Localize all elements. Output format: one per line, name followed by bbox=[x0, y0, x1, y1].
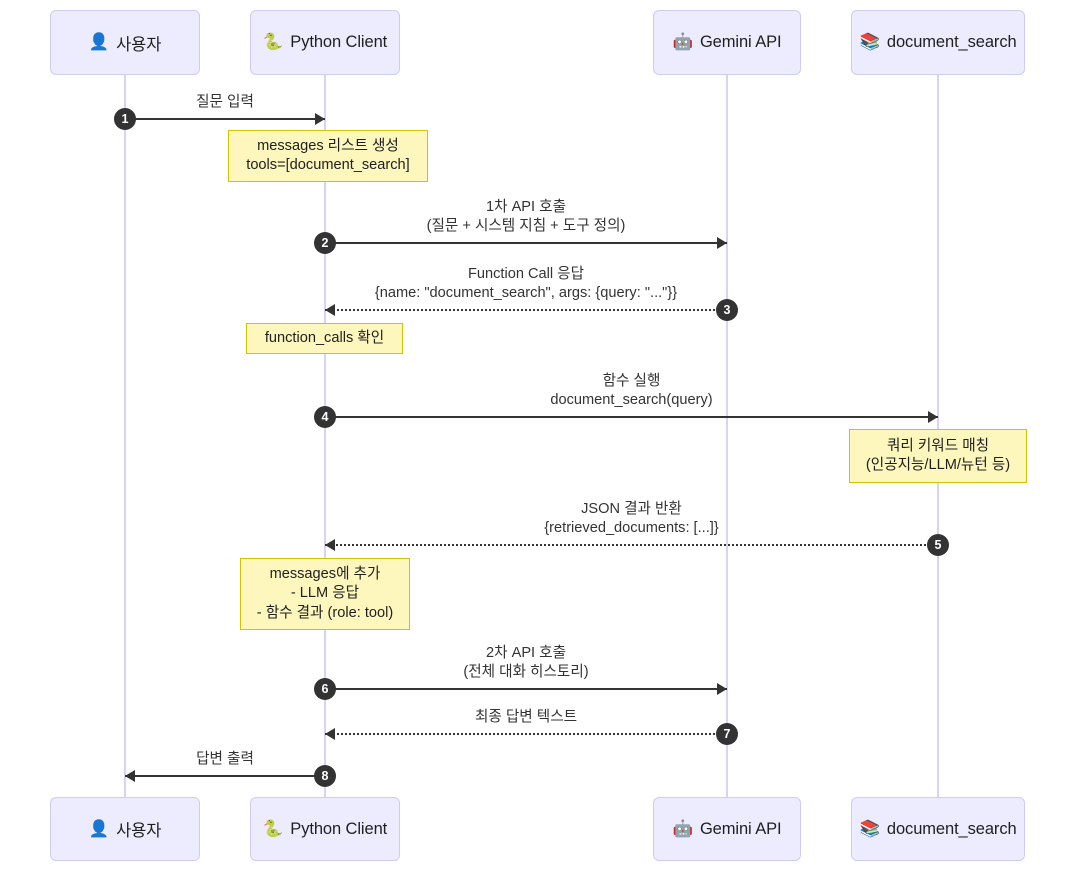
books-icon: 📚 bbox=[859, 33, 880, 52]
arrowhead-left-icon-5 bbox=[325, 539, 335, 551]
participant-label-client: Python Client bbox=[290, 819, 388, 838]
message-label-7: 최종 답변 텍스트 bbox=[475, 708, 577, 727]
user-icon: 👤 bbox=[88, 33, 110, 52]
message-line-2 bbox=[325, 242, 727, 244]
sequence-number-badge-2: 2 bbox=[314, 232, 336, 254]
sequence-number-badge-6: 6 bbox=[314, 678, 336, 700]
message-label-line: {retrieved_documents: [...]} bbox=[544, 520, 719, 537]
python-snake-icon: 🐍 bbox=[262, 33, 284, 52]
participant-label-user: 사용자 bbox=[116, 35, 162, 54]
arrowhead-left-icon-8 bbox=[125, 770, 135, 782]
arrowhead-right-icon-2 bbox=[717, 237, 727, 249]
note-text-line: messages에 추가 bbox=[269, 566, 381, 583]
message-line-8 bbox=[125, 775, 325, 777]
note-text-line: tools=[document_search] bbox=[246, 157, 410, 173]
sequence-number-badge-7: 7 bbox=[716, 723, 738, 745]
participant-gemini[interactable]: 🤖 Gemini API bbox=[653, 797, 801, 861]
participant-label-gemini: Gemini API bbox=[699, 819, 782, 838]
participant-search[interactable]: 📚 document_search bbox=[851, 10, 1025, 75]
sequence-number-badge-8: 8 bbox=[314, 765, 336, 787]
message-label-6: 2차 API 호출 (전체 대화 히스토리) bbox=[463, 644, 588, 683]
note-text-line: 쿼리 키워드 매칭 bbox=[886, 437, 990, 454]
participant-gemini[interactable]: 🤖 Gemini API bbox=[653, 10, 801, 75]
message-label-line: 2차 API 호출 bbox=[485, 645, 567, 661]
arrowhead-right-icon-6 bbox=[717, 683, 727, 695]
arrowhead-left-icon-7 bbox=[325, 728, 335, 740]
participant-label-search: document_search bbox=[886, 33, 1017, 51]
message-line-5 bbox=[325, 544, 938, 546]
message-label-1: 질문 입력 bbox=[196, 93, 254, 112]
note-text-line: (인공지능/LLM/뉴턴 등) bbox=[865, 457, 1011, 473]
participant-client[interactable]: 🐍 Python Client bbox=[250, 797, 400, 861]
message-label-line: {name: "document_search", args: {query: … bbox=[374, 285, 678, 302]
user-icon: 👤 bbox=[88, 819, 110, 838]
note-text-line: function_calls 확인 bbox=[264, 329, 385, 346]
sequence-number-badge-1: 1 bbox=[114, 108, 136, 130]
note-messages-list: messages 리스트 생성 tools=[document_search] bbox=[228, 130, 428, 182]
message-line-7 bbox=[325, 733, 727, 735]
message-label-line: 질문 입력 bbox=[196, 94, 254, 110]
note-text-line: - 함수 결과 (role: tool) bbox=[256, 604, 394, 621]
participant-label-user: 사용자 bbox=[116, 822, 162, 840]
participant-user[interactable]: 👤 사용자 bbox=[50, 797, 200, 861]
message-line-6 bbox=[325, 688, 727, 690]
participant-label-client: Python Client bbox=[290, 33, 388, 51]
message-line-4 bbox=[325, 416, 938, 418]
sequence-number-badge-5: 5 bbox=[927, 534, 949, 556]
robot-icon: 🤖 bbox=[672, 33, 694, 52]
message-label-line: 1차 API 호출 bbox=[485, 199, 567, 215]
arrowhead-left-icon-3 bbox=[325, 304, 335, 316]
message-label-line: (전체 대화 히스토리) bbox=[463, 664, 589, 681]
note-function-calls: function_calls 확인 bbox=[246, 323, 403, 354]
sequence-number-badge-4: 4 bbox=[314, 406, 336, 428]
arrowhead-right-icon-4 bbox=[928, 411, 938, 423]
python-snake-icon: 🐍 bbox=[262, 819, 284, 838]
participant-client[interactable]: 🐍 Python Client bbox=[250, 10, 400, 75]
books-icon: 📚 bbox=[859, 819, 880, 838]
participant-user[interactable]: 👤 사용자 bbox=[50, 10, 200, 75]
message-label-line: JSON 결과 반환 bbox=[581, 501, 682, 517]
note-text-line: messages 리스트 생성 bbox=[257, 137, 399, 154]
note-append-messages: messages에 추가 - LLM 응답 - 함수 결과 (role: tool) bbox=[240, 558, 410, 630]
message-line-3 bbox=[325, 309, 727, 311]
robot-icon: 🤖 bbox=[672, 819, 694, 838]
message-label-line: document_search(query) bbox=[550, 392, 713, 409]
lifeline-gemini bbox=[726, 75, 728, 797]
participant-label-search: document_search bbox=[886, 819, 1017, 838]
message-label-line: (질문 + 시스템 지침 + 도구 정의) bbox=[426, 218, 626, 235]
sequence-number-badge-3: 3 bbox=[716, 299, 738, 321]
note-text-line: - LLM 응답 bbox=[290, 585, 360, 602]
participant-label-gemini: Gemini API bbox=[699, 33, 782, 51]
lifeline-user bbox=[124, 75, 126, 797]
message-label-3: Function Call 응답 {name: "document_search"… bbox=[375, 265, 677, 304]
message-label-line: 최종 답변 텍스트 bbox=[474, 709, 578, 725]
lifeline-client bbox=[324, 75, 326, 797]
message-label-4: 함수 실행 document_search(query) bbox=[550, 372, 712, 411]
message-label-line: 함수 실행 bbox=[602, 373, 661, 389]
message-line-1 bbox=[125, 118, 325, 120]
note-keyword-matching: 쿼리 키워드 매칭 (인공지능/LLM/뉴턴 등) bbox=[849, 429, 1027, 483]
message-label-2: 1차 API 호출 (질문 + 시스템 지침 + 도구 정의) bbox=[427, 198, 626, 237]
participant-search[interactable]: 📚 document_search bbox=[851, 797, 1025, 861]
message-label-5: JSON 결과 반환 {retrieved_documents: [...]} bbox=[544, 500, 718, 539]
arrowhead-right-icon-1 bbox=[315, 113, 325, 125]
message-label-line: Function Call 응답 bbox=[467, 266, 585, 282]
message-label-8: 답변 출력 bbox=[196, 750, 254, 769]
message-label-line: 답변 출력 bbox=[196, 751, 254, 767]
